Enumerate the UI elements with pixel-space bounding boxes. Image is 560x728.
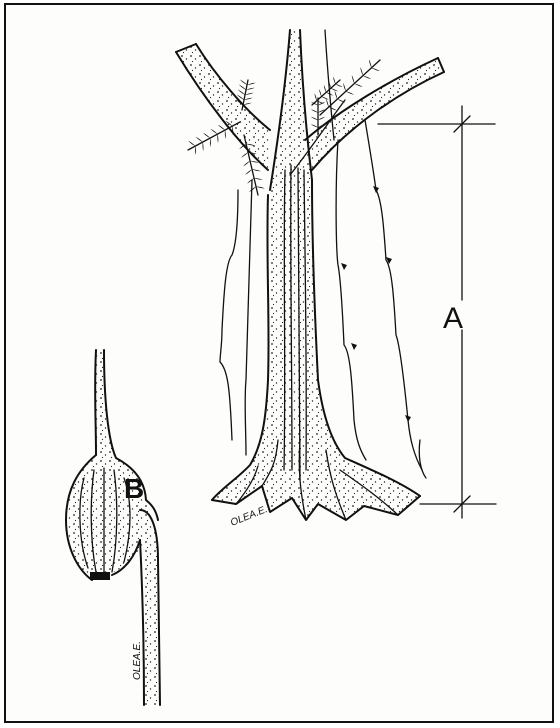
leaflet bbox=[210, 129, 217, 134]
leaflet bbox=[311, 117, 318, 121]
leaflet bbox=[240, 80, 247, 85]
tree-branches bbox=[176, 30, 444, 195]
leaflet bbox=[196, 137, 203, 142]
leaflet bbox=[319, 89, 321, 97]
leaflet bbox=[256, 186, 265, 188]
leaflet bbox=[195, 146, 196, 155]
leaflet bbox=[238, 90, 245, 95]
leaflet bbox=[218, 125, 225, 130]
leaflet bbox=[343, 83, 345, 92]
leaflet bbox=[333, 77, 335, 85]
leaflet bbox=[335, 91, 337, 100]
leaflet bbox=[203, 133, 210, 138]
leaflet bbox=[203, 142, 204, 151]
leaflet bbox=[252, 169, 261, 171]
leaflet bbox=[239, 85, 246, 90]
leaflet bbox=[247, 83, 256, 85]
leaflet bbox=[369, 59, 371, 68]
leaflet bbox=[354, 84, 362, 87]
leaflet bbox=[245, 93, 254, 95]
leaflet bbox=[331, 88, 338, 91]
leaflet bbox=[311, 124, 318, 128]
leaflet bbox=[243, 161, 250, 167]
leaflet bbox=[311, 109, 318, 113]
label-b: B bbox=[124, 473, 144, 504]
leaflet bbox=[210, 138, 211, 147]
leaflet bbox=[225, 130, 226, 139]
detail-b-root-graft bbox=[66, 350, 160, 705]
leaflet bbox=[363, 76, 371, 79]
leaflet bbox=[321, 97, 328, 100]
artist-signature: OLEA.E. bbox=[229, 504, 269, 529]
leaflet bbox=[352, 75, 354, 84]
leaflet bbox=[324, 85, 326, 93]
label-a: A bbox=[443, 302, 463, 335]
leaflet bbox=[188, 141, 195, 146]
leaflet bbox=[244, 98, 253, 100]
leaflet bbox=[243, 103, 252, 105]
leaflet bbox=[371, 68, 379, 71]
dimension-line-a bbox=[378, 106, 496, 518]
tree-trunk bbox=[212, 165, 420, 520]
leaflet bbox=[247, 178, 254, 184]
leaflet bbox=[346, 91, 354, 94]
leaflet bbox=[217, 134, 218, 143]
leaflet bbox=[249, 186, 256, 192]
leaflet bbox=[241, 152, 248, 158]
leaflet bbox=[246, 88, 255, 90]
leaflet bbox=[318, 117, 325, 121]
leaflet bbox=[315, 93, 317, 101]
leaflet bbox=[254, 178, 263, 180]
leaflet bbox=[326, 99, 328, 108]
leaflet bbox=[360, 67, 362, 76]
leaflet bbox=[335, 84, 342, 87]
detail-signature: OLEA.E. bbox=[132, 641, 143, 680]
leaflet bbox=[329, 107, 337, 110]
leaflet bbox=[245, 169, 252, 175]
